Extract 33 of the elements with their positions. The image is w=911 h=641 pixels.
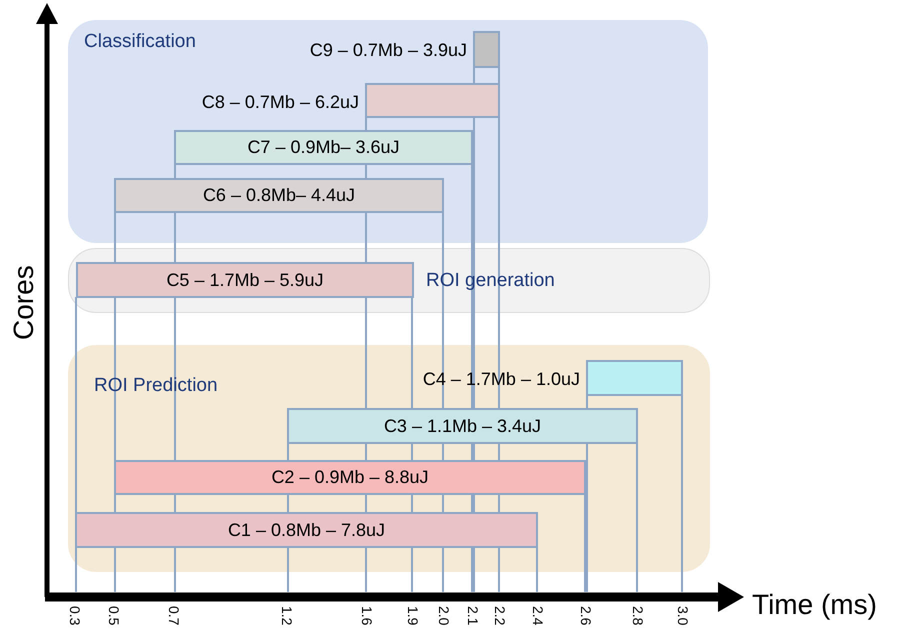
tick-label: 3.0 — [676, 606, 690, 626]
tick-label: 2.0 — [437, 606, 451, 626]
tick-label: 2.1 — [466, 606, 480, 626]
timeline-bar: C1 – 0.8Mb – 7.8uJ — [75, 512, 538, 548]
group-band — [68, 345, 710, 572]
timeline-bar: C5 – 1.7Mb – 5.9uJ — [76, 262, 414, 298]
tick-label: 1.9 — [406, 606, 420, 626]
group-heading: Classification — [84, 30, 196, 54]
timeline-bar: C2 – 0.9Mb – 8.8uJ — [114, 460, 586, 495]
group-band — [68, 248, 710, 313]
timeline-bar: C3 – 1.1Mb – 3.4uJ — [287, 408, 638, 444]
timeline-bar: C7 – 0.9Mb– 3.6uJ — [174, 130, 473, 165]
bar-caption: C9 – 0.7Mb – 3.9uJ — [310, 39, 467, 62]
bar-caption: C4 – 1.7Mb – 1.0uJ — [422, 368, 580, 391]
tick-label: 1.2 — [280, 606, 294, 626]
tick-label: 1.6 — [360, 606, 374, 626]
tick-label: 0.7 — [167, 606, 181, 626]
timeline-bar — [365, 83, 500, 118]
group-heading: ROI generation — [426, 269, 555, 293]
tick-label: 2.4 — [531, 606, 545, 626]
tick-label: 2.2 — [493, 606, 507, 626]
group-band — [68, 20, 708, 243]
tick-label: 0.5 — [107, 606, 121, 626]
axis-title: Time (ms) — [752, 588, 877, 622]
tick-label: 0.3 — [68, 606, 82, 626]
bar-caption: C8 – 0.7Mb – 6.2uJ — [202, 91, 359, 114]
tick-label: 2.6 — [579, 606, 593, 626]
timeline-bar — [586, 360, 683, 396]
group-heading: ROI Prediction — [94, 374, 218, 398]
timeline-bar: C6 – 0.8Mb– 4.4uJ — [114, 178, 444, 213]
timeline-bar — [473, 31, 500, 68]
axis-title: Cores — [10, 265, 38, 340]
tick-label: 2.8 — [631, 606, 645, 626]
